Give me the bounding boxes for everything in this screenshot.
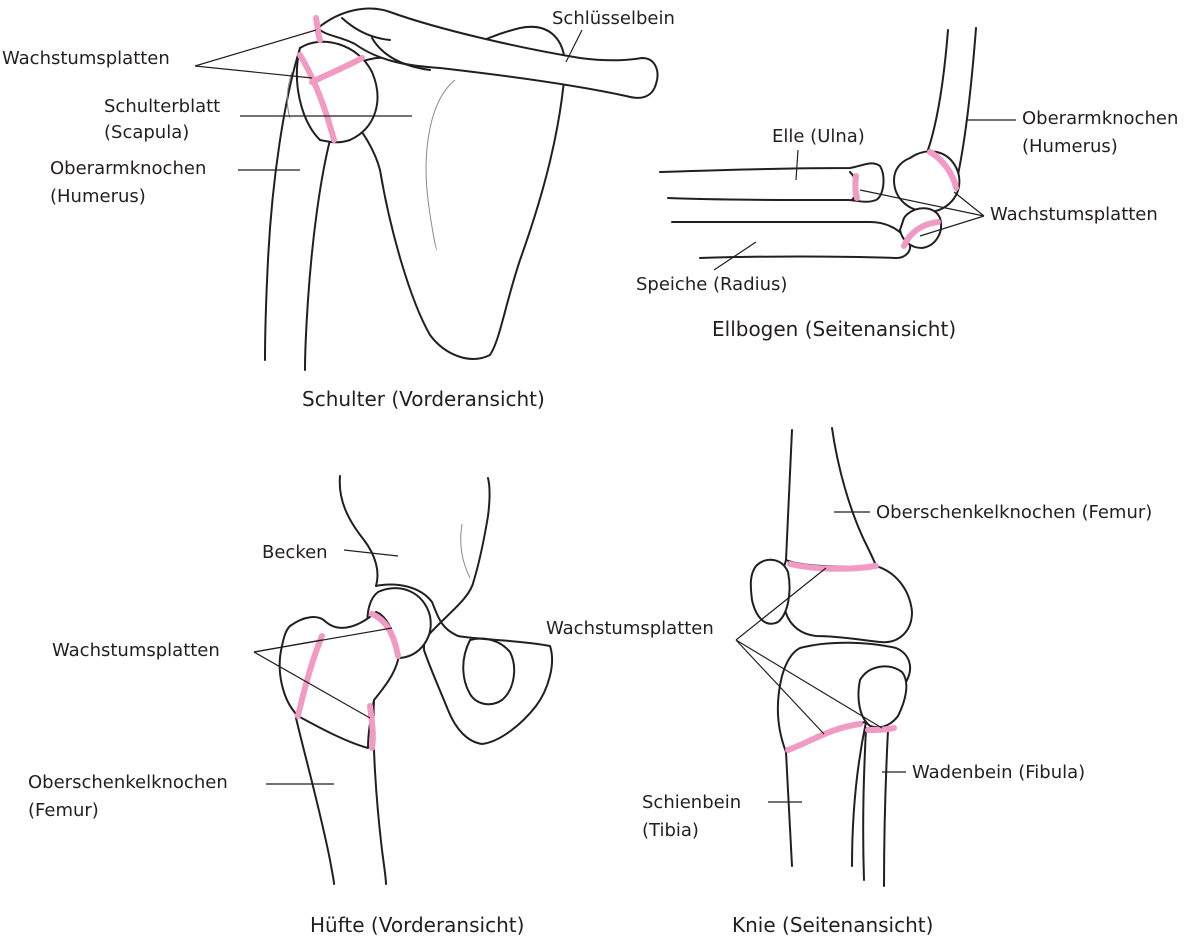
knee-fibula-shaft-right <box>883 729 889 887</box>
knee-patella <box>749 558 791 625</box>
shoulder-illustration: Schlüsselbein Wachstumsplatten Schulterb… <box>2 7 675 411</box>
humerus-shaft-right <box>304 139 331 371</box>
elbow-leader-plate-2 <box>953 191 985 217</box>
hip-illustration: Becken Wachstumsplatten Oberschenkelknoc… <box>28 475 554 937</box>
clavicle-bone <box>317 7 659 99</box>
elbow-growth-plate-humerus <box>927 149 959 191</box>
caption-elbow: Ellbogen (Seitenansicht) <box>712 317 956 341</box>
hip-growth-plate-greater-trochanter <box>295 633 325 719</box>
shoulder-leader-clavicle <box>565 29 583 63</box>
elbow-humerus-condyle <box>893 150 961 213</box>
knee-femur-shaft-right <box>831 427 877 567</box>
elbow-leader-plate-3 <box>919 215 985 237</box>
label-knee-tibia-line2: (Tibia) <box>642 820 699 841</box>
label-pelvis: Becken <box>262 542 328 563</box>
caption-knee: Knie (Seitenansicht) <box>732 913 933 937</box>
knee-tibia-shaft-right <box>851 721 867 867</box>
elbow-radius <box>671 220 912 259</box>
elbow-leader-plate-1 <box>859 189 985 217</box>
label-elbow-growth-plates: Wachstumsplatten <box>990 204 1158 225</box>
pelvis-bone <box>338 475 554 745</box>
clavicle-inner <box>341 17 391 41</box>
label-humerus-line2: (Humerus) <box>50 186 146 207</box>
label-hip-growth-plates: Wachstumsplatten <box>52 640 220 661</box>
humerus-head-inner <box>286 71 293 119</box>
acromion <box>371 37 431 71</box>
hip-femur-shaft-right <box>372 699 387 885</box>
label-hip-femur-line2: (Femur) <box>28 800 99 821</box>
knee-tibia-shaft-left <box>785 751 793 867</box>
knee-femur-condyle <box>781 559 913 644</box>
label-scapula-line1: Schulterblatt <box>104 96 220 117</box>
label-knee-tibia-line1: Schienbein <box>642 792 741 813</box>
elbow-humerus-shaft-right <box>955 27 977 185</box>
shoulder-growth-plate-clavicle <box>313 15 323 43</box>
shoulder-leader-plate-1 <box>194 29 317 67</box>
knee-leader-plate-3 <box>735 639 883 729</box>
label-hip-femur-line1: Oberschenkelknochen <box>28 772 228 793</box>
humerus-shaft <box>264 47 301 361</box>
label-shoulder-growth-plates: Wachstumsplatten <box>2 48 170 69</box>
pelvis-obturator <box>462 637 516 706</box>
hip-leader-pelvis <box>343 549 399 557</box>
hip-leader-plate-2 <box>253 639 323 653</box>
knee-femur-shaft-left <box>785 429 793 561</box>
hip-growth-plate-lesser-trochanter <box>367 703 376 751</box>
label-elbow-humerus-line1: Oberarmknochen <box>1022 108 1178 129</box>
elbow-ulna <box>659 162 885 203</box>
knee-illustration: Oberschenkelknochen (Femur) Wachstumspla… <box>546 427 1152 937</box>
label-clavicle: Schlüsselbein <box>552 8 675 29</box>
label-elbow-humerus-line2: (Humerus) <box>1022 136 1118 157</box>
label-elbow-ulna: Elle (Ulna) <box>772 126 865 147</box>
knee-fibula-shaft-left <box>862 727 867 881</box>
knee-leader-plate-2 <box>735 639 825 735</box>
knee-growth-plate-tibia <box>785 721 863 753</box>
elbow-growth-plate-ulna <box>852 173 860 201</box>
scapula-inner-contour <box>425 79 456 251</box>
knee-leader-plate-1 <box>735 567 827 641</box>
label-knee-growth-plates: Wachstumsplatten <box>546 618 714 639</box>
caption-shoulder: Schulter (Vorderansicht) <box>302 387 545 411</box>
label-knee-femur: Oberschenkelknochen (Femur) <box>876 502 1152 523</box>
knee-growth-plate-fibula <box>865 725 897 733</box>
label-knee-fibula: Wadenbein (Fibula) <box>912 762 1085 783</box>
elbow-leader-radius <box>713 241 757 271</box>
humerus-head <box>295 40 379 144</box>
shoulder-growth-plate-humerus-vertical <box>297 52 337 143</box>
elbow-humerus-shaft-left <box>927 29 949 151</box>
knee-growth-plate-femur <box>787 561 879 572</box>
shoulder-leader-plate-2 <box>194 65 313 79</box>
label-elbow-radius: Speiche (Radius) <box>636 274 787 295</box>
elbow-leader-ulna <box>795 149 799 181</box>
hip-femur-shaft-left <box>295 717 335 885</box>
elbow-growth-plate-radius <box>901 219 941 249</box>
label-humerus-line1: Oberarmknochen <box>50 158 206 179</box>
caption-hip: Hüfte (Vorderansicht) <box>310 913 524 937</box>
label-scapula-line2: (Scapula) <box>104 122 189 143</box>
hip-leader-plate-3 <box>253 651 371 719</box>
shoulder-growth-plate-humerus-horizontal <box>309 55 365 85</box>
pelvis-inner-line <box>460 523 471 579</box>
elbow-illustration: Elle (Ulna) Oberarmknochen (Humerus) Wac… <box>636 27 1178 341</box>
